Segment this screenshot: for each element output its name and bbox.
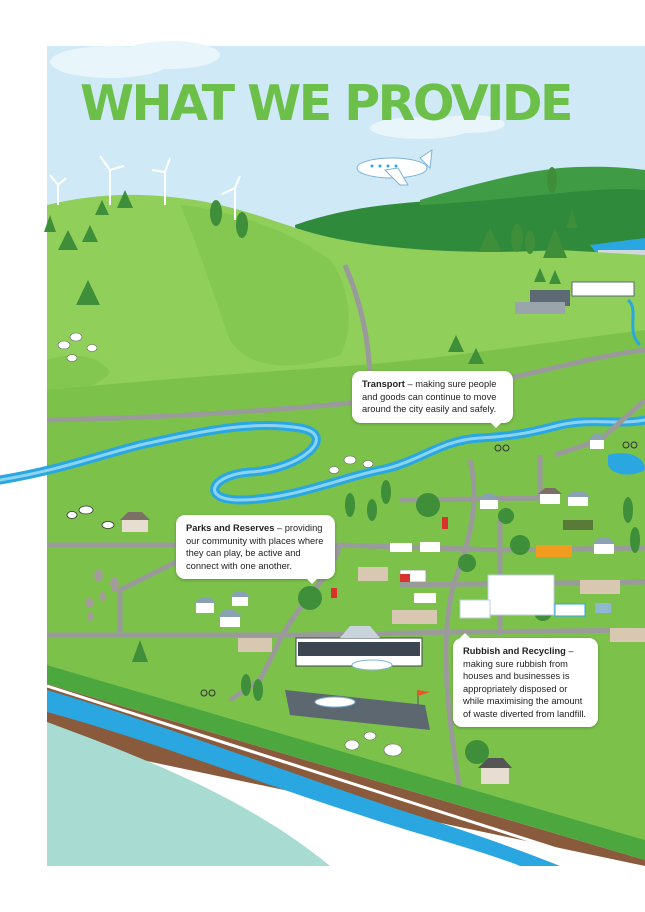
cow-icon bbox=[66, 505, 115, 529]
sheep-icon bbox=[57, 332, 403, 757]
cyclist-icon bbox=[200, 441, 638, 697]
factory-icon bbox=[515, 281, 635, 314]
parks-heading: Parks and Reserves bbox=[186, 523, 275, 533]
truck-icon bbox=[399, 520, 593, 583]
gravestone-icon bbox=[86, 570, 120, 621]
rubbish-heading: Rubbish and Recycling bbox=[463, 646, 566, 656]
house-icon bbox=[120, 434, 645, 784]
parks-text: – providing our community with places wh… bbox=[186, 523, 324, 571]
dark-hill-back bbox=[420, 166, 645, 205]
soil bbox=[47, 684, 645, 866]
postbox-icon bbox=[331, 517, 448, 598]
stream bbox=[626, 298, 642, 347]
airplane-icon bbox=[314, 659, 393, 708]
sea bbox=[47, 722, 330, 866]
railway bbox=[46, 684, 611, 868]
rubbish-text: – making sure rubbish from houses and bu… bbox=[463, 646, 586, 719]
page-title: WHAT WE PROVIDE bbox=[80, 75, 574, 132]
river-channel bbox=[47, 690, 560, 866]
river-inner bbox=[0, 418, 645, 502]
transport-text: – making sure people and goods can conti… bbox=[362, 379, 497, 414]
hill-shade bbox=[180, 205, 349, 366]
bus-icon bbox=[554, 603, 586, 617]
airplane-icon bbox=[356, 148, 433, 186]
grass-edge bbox=[47, 665, 645, 860]
parks-callout: Parks and Reserves – providing our commu… bbox=[176, 515, 335, 584]
rubbish-callout: Rubbish and Recycling – making sure rubb… bbox=[453, 633, 598, 727]
transport-heading: Transport bbox=[362, 379, 405, 389]
hospital-icon bbox=[459, 574, 555, 619]
pond bbox=[608, 453, 645, 475]
cloud bbox=[50, 41, 505, 139]
wind-turbine-icon bbox=[49, 155, 241, 220]
transport-callout: Transport – making sure people and goods… bbox=[352, 371, 513, 427]
windsock-icon bbox=[417, 690, 430, 705]
hill-shade-left bbox=[47, 355, 110, 392]
